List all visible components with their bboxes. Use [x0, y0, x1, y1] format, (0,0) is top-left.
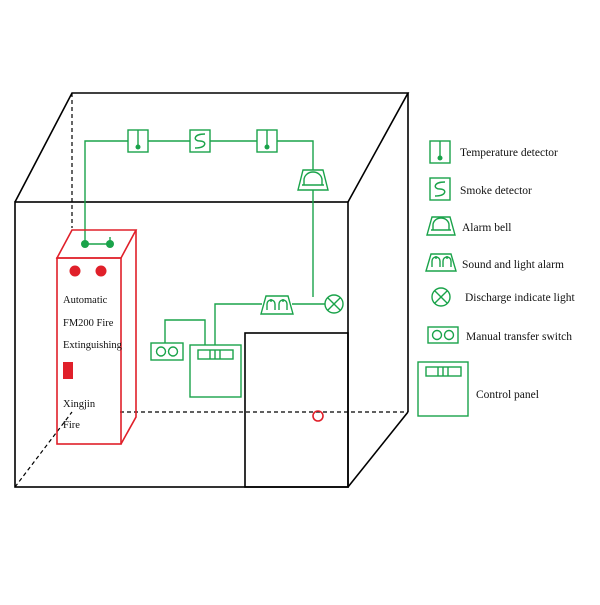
control-panel: [189, 344, 242, 398]
alarm-bell-icon: [297, 169, 329, 191]
legend-item-smoke-detector: Smoke detector: [429, 177, 532, 201]
cabinet-terminal-right: [106, 240, 114, 248]
cabinet-handle: [63, 362, 73, 379]
temperature-detector-1: [127, 129, 149, 153]
room-outline: [14, 92, 410, 488]
ceiling-edges: [14, 92, 410, 203]
cabinet-front: [56, 257, 122, 445]
wire-cabinet-to-ceiling: [84, 140, 128, 244]
cabinet-label-line-5: Fire: [63, 420, 80, 431]
wire-alarm-panel: [214, 303, 262, 345]
legend: Temperature detector Smoke detector Alar…: [417, 140, 575, 417]
sound-light-alarm: [260, 295, 294, 315]
alarm-bell: [297, 169, 329, 191]
cabinet-terminal-left: [81, 240, 89, 248]
smoke-detector: [189, 129, 211, 153]
discharge-light: [324, 294, 344, 314]
legend-item-alarm-bell: Alarm bell: [426, 216, 512, 236]
legend-label: Sound and light alarm: [462, 259, 564, 271]
legend-item-sound-light-alarm: Sound and light alarm: [425, 253, 564, 272]
wiring: [84, 140, 325, 345]
temperature-detector-2: [256, 129, 278, 153]
cabinet-label-line-1: Automatic: [63, 295, 108, 306]
door-knob: [312, 410, 324, 422]
legend-label: Smoke detector: [460, 185, 532, 197]
legend-item-control-panel: Control panel: [417, 361, 539, 417]
door: [244, 332, 349, 488]
cabinet-indicator-left: [69, 265, 81, 277]
floor-left-edge: [14, 411, 73, 488]
legend-label: Discharge indicate light: [465, 292, 575, 304]
cabinet-label-line-3: Extinguishing: [63, 340, 123, 351]
legend-item-temperature-detector: Temperature detector: [429, 140, 558, 164]
cabinet-label-line-2: FM200 Fire: [63, 318, 114, 329]
legend-label: Temperature detector: [460, 147, 558, 159]
legend-item-discharge-light: Discharge indicate light: [431, 287, 575, 307]
cabinet-indicator-right: [95, 265, 107, 277]
alarm-bell-icon: [426, 216, 456, 236]
manual-switch: [150, 342, 184, 361]
cabinet-side: [120, 230, 137, 445]
cabinet-label-line-4: Xingjin: [63, 399, 96, 410]
legend-label: Alarm bell: [462, 222, 512, 234]
fm200-cabinet: Automatic FM200 Fire Extinguishing Xingj…: [55, 229, 138, 445]
wire-temp2-bell: [277, 140, 314, 170]
legend-item-manual-switch: Manual transfer switch: [427, 326, 572, 344]
sound-light-alarm-icon: [260, 295, 294, 315]
legend-label: Control panel: [476, 389, 539, 401]
legend-label: Manual transfer switch: [466, 331, 572, 343]
floor-right-edge: [347, 411, 409, 488]
door-frame: [244, 332, 349, 488]
wire-switch-panel: [164, 319, 206, 345]
